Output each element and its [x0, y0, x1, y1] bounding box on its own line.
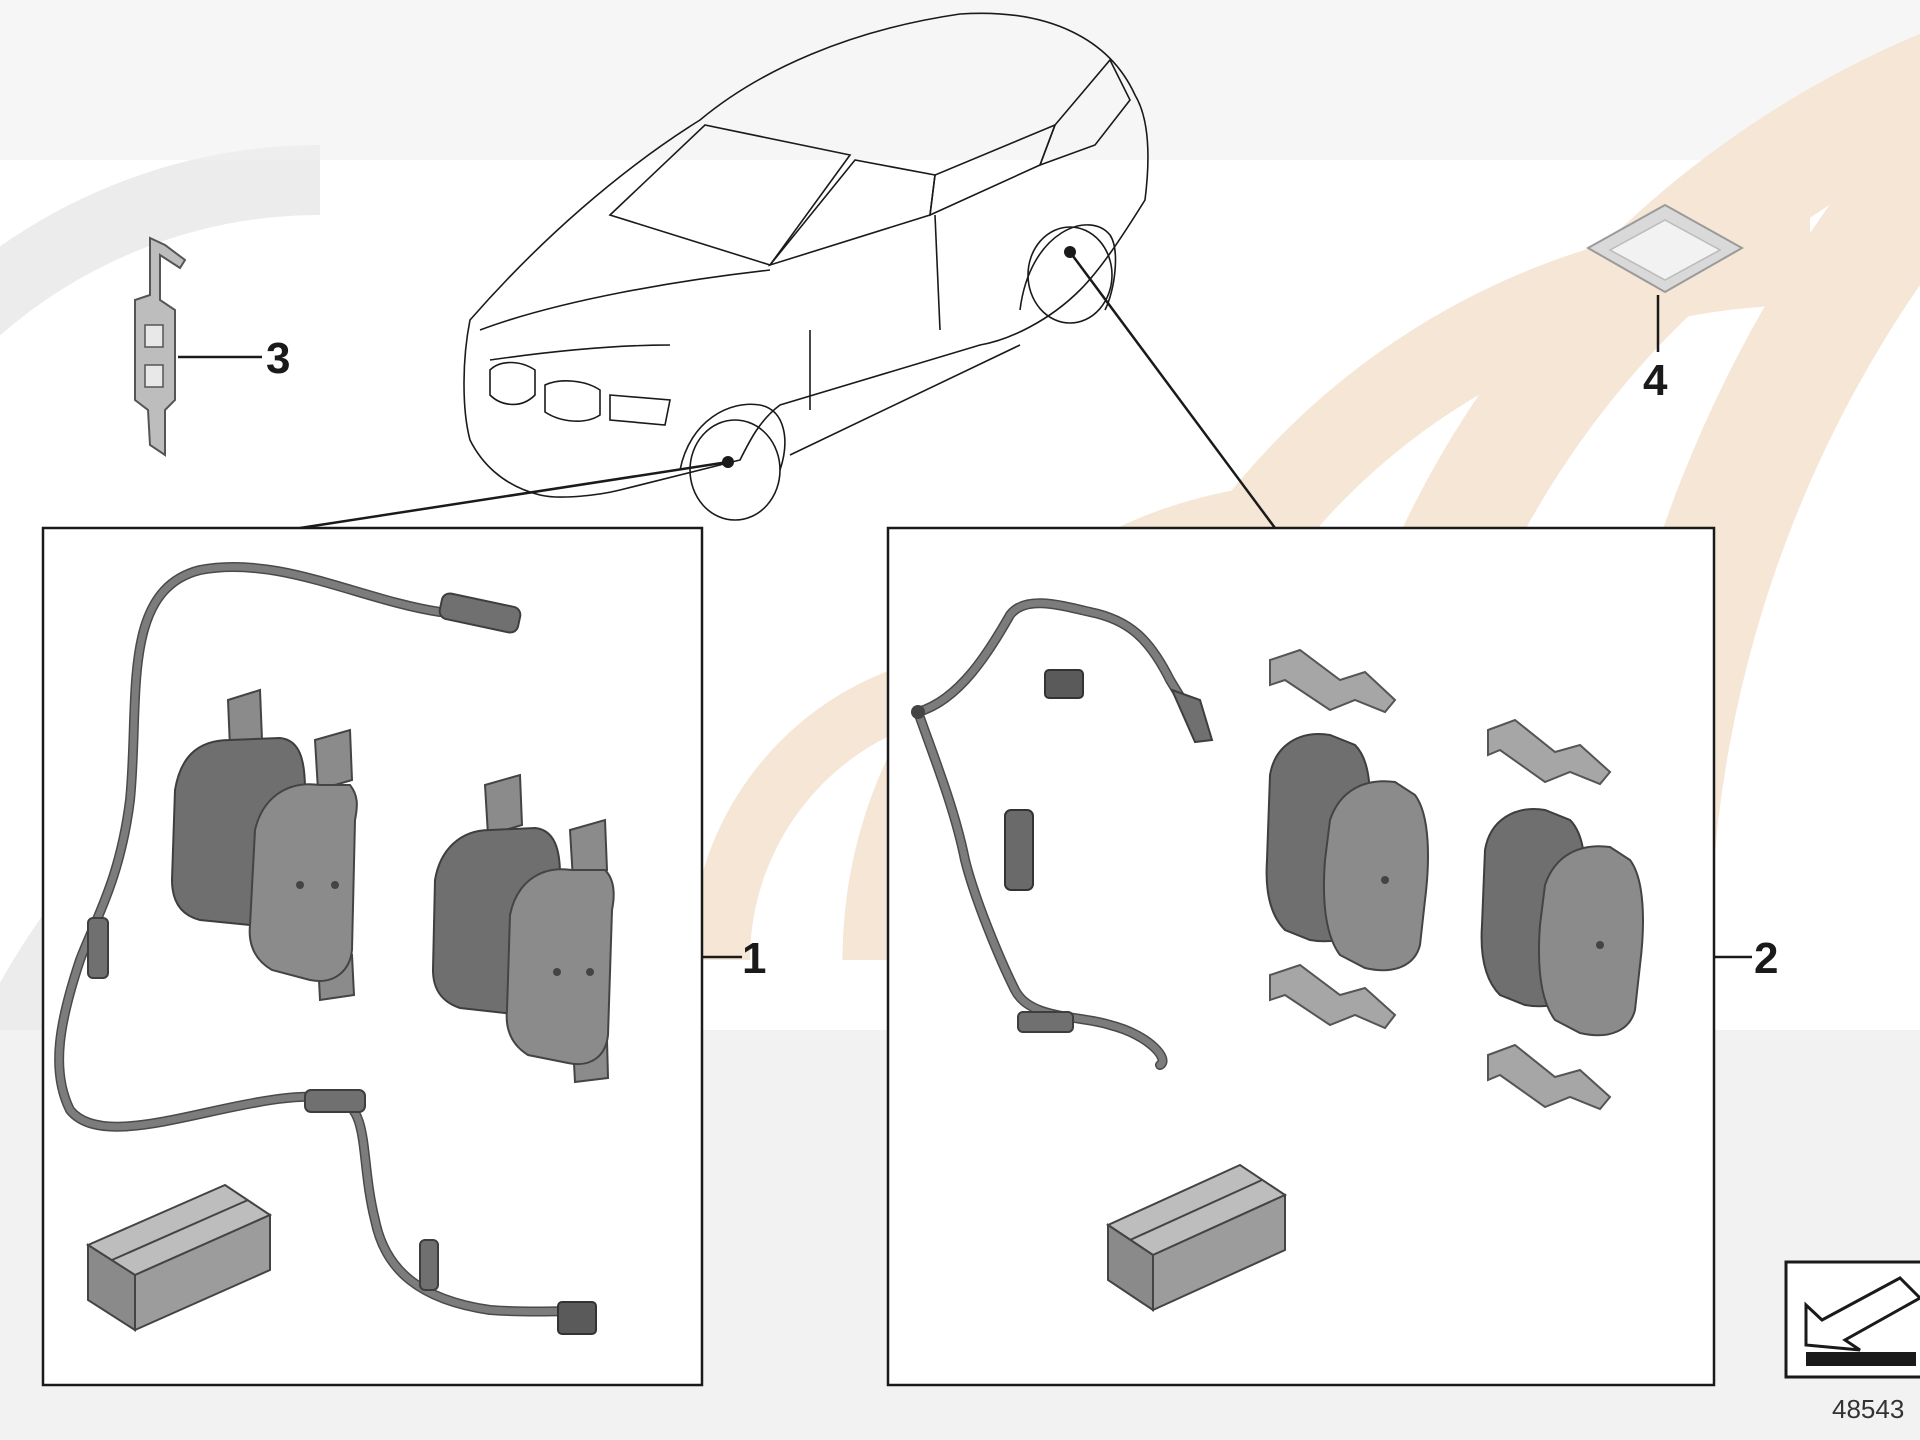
callout-1: 1	[742, 934, 766, 983]
diagram-arrow-icon	[1784, 1260, 1920, 1379]
front-wear-sensor	[54, 562, 597, 1335]
callout-4: 4	[1643, 356, 1668, 405]
car-outline-icon	[463, 12, 1149, 521]
front-lubricant-box	[85, 1183, 273, 1332]
rear-wear-sensor	[911, 598, 1214, 1070]
rear-brake-pads	[1265, 648, 1644, 1111]
diagram-number: 48543	[1832, 1394, 1904, 1424]
grease-sachet	[1585, 203, 1745, 352]
callout-2: 2	[1754, 934, 1778, 983]
spring-clip	[134, 236, 262, 457]
callout-3: 3	[266, 334, 290, 383]
leader-lines	[299, 246, 1277, 530]
rear-lubricant-box	[1105, 1163, 1288, 1312]
front-brake-pads	[170, 688, 615, 1084]
